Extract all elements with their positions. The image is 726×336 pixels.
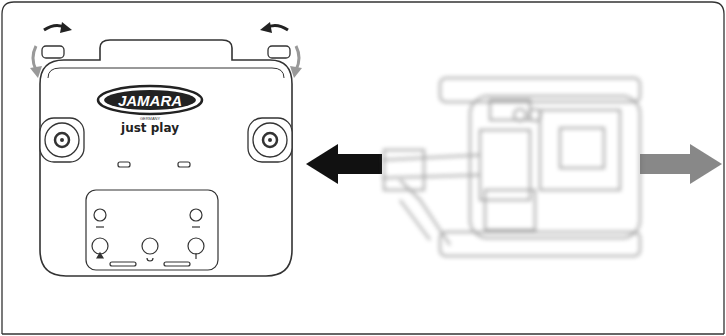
brand-country: GERMANY — [140, 117, 160, 121]
excavator-top-view — [382, 78, 640, 256]
logo-oval — [98, 86, 202, 114]
brand-slogan: just play — [121, 122, 179, 134]
joystick — [40, 118, 292, 162]
remote-body — [40, 40, 292, 276]
button-panel — [86, 190, 218, 270]
brand-logo: JAMARA — [118, 93, 182, 108]
